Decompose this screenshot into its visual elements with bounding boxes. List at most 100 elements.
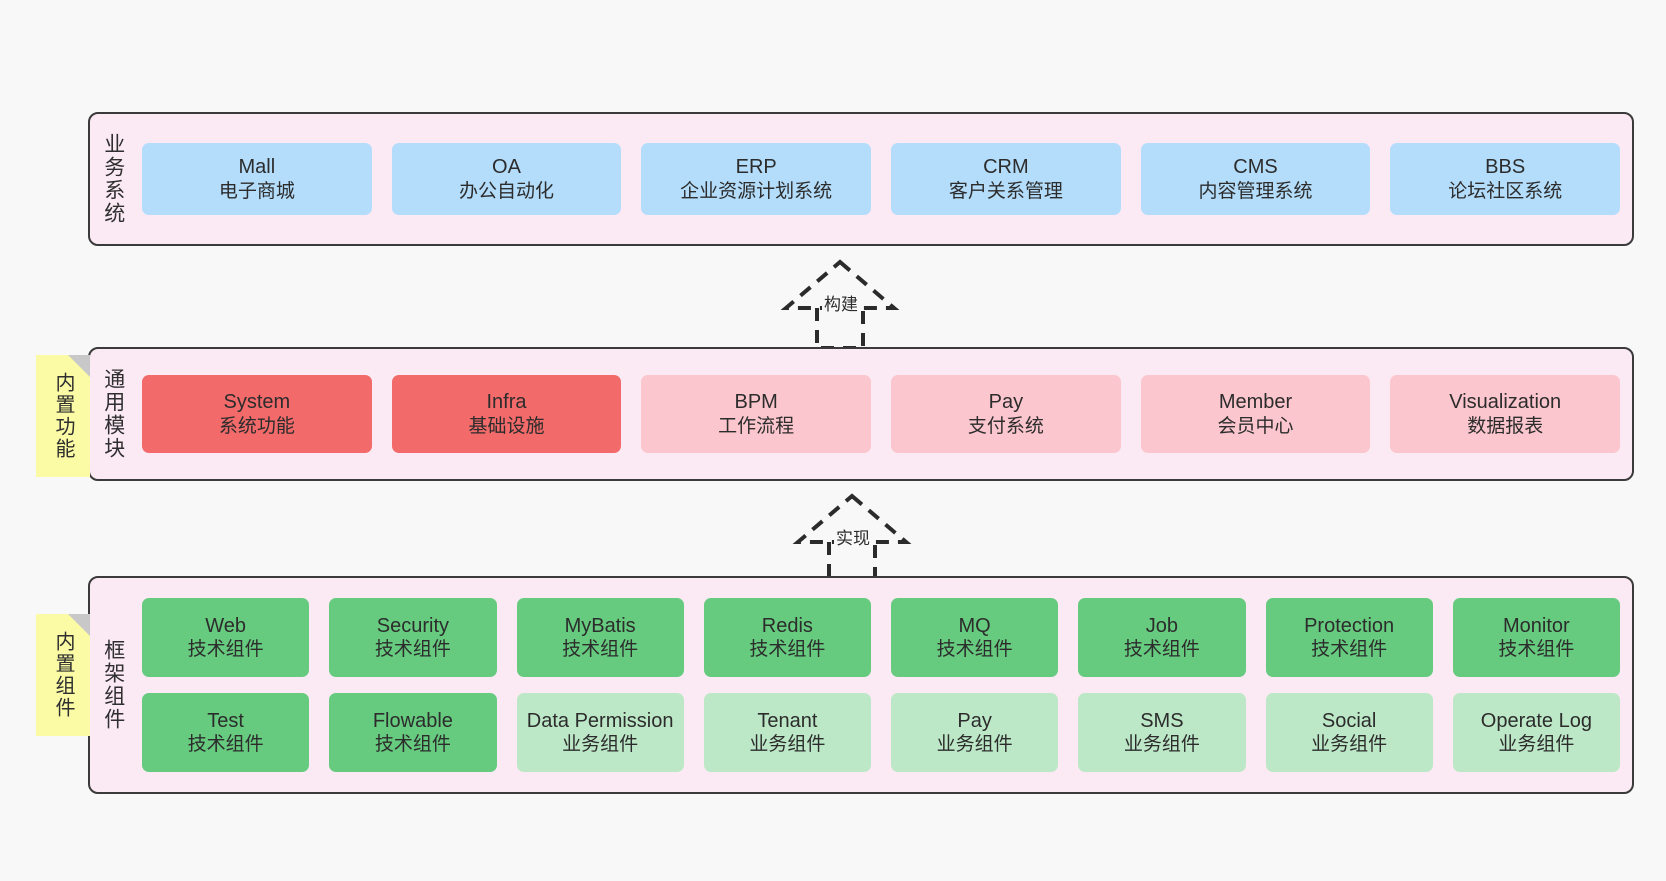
card-mall[interactable]: Mall 电子商城 [142, 143, 372, 215]
layer-body-framework-component: Web 技术组件 Security 技术组件 MyBatis 技术组件 Redi… [136, 578, 1632, 792]
card-protection[interactable]: Protection 技术组件 [1265, 598, 1433, 677]
card-title: Infra [486, 391, 527, 414]
card-title: Test [207, 709, 244, 732]
card-title: OA [492, 156, 521, 179]
card-subtitle: 工作流程 [718, 415, 795, 437]
card-bpm[interactable]: BPM 工作流程 [641, 375, 872, 453]
card-title: System [223, 391, 291, 414]
card-security[interactable]: Security 技术组件 [329, 598, 497, 677]
card-data-permission[interactable]: Data Permission 业务组件 [516, 693, 684, 772]
card-infra[interactable]: Infra 基础设施 [391, 375, 622, 453]
card-title: Protection [1304, 614, 1395, 637]
card-mq[interactable]: MQ 技术组件 [891, 598, 1059, 677]
sticky-note-text: 内置功能 [52, 372, 74, 460]
layer-label-framework-component: 框架组件 [101, 639, 125, 731]
card-row: Mall 电子商城 OA 办公自动化 ERP 企业资源计划系统 CRM 客户关系… [142, 143, 1621, 215]
card-title: Monitor [1503, 614, 1570, 637]
card-test[interactable]: Test 技术组件 [142, 693, 310, 772]
card-subtitle: 客户关系管理 [948, 180, 1063, 202]
card-subtitle: 数据报表 [1467, 415, 1544, 437]
card-title: Pay [957, 709, 992, 732]
folded-corner-icon [68, 614, 90, 636]
card-subtitle: 技术组件 [562, 639, 639, 661]
card-subtitle: 会员中心 [1217, 415, 1294, 437]
card-redis[interactable]: Redis 技术组件 [703, 598, 871, 677]
layer-label-business-system: 业务系统 [101, 133, 125, 225]
card-title: Tenant [757, 709, 818, 732]
sticky-note-builtin-components: 内置组件 [36, 614, 90, 736]
card-title: CMS [1233, 156, 1278, 179]
layer-body-business-system: Mall 电子商城 OA 办公自动化 ERP 企业资源计划系统 CRM 客户关系… [136, 114, 1632, 244]
card-title: Web [205, 614, 246, 637]
card-cms[interactable]: CMS 内容管理系统 [1140, 143, 1371, 215]
card-row: Web 技术组件 Security 技术组件 MyBatis 技术组件 Redi… [142, 598, 1620, 677]
card-title: MyBatis [564, 614, 636, 637]
connector-build: 构建 [760, 256, 920, 352]
card-title: Visualization [1449, 391, 1562, 414]
card-subtitle: 业务组件 [1123, 734, 1200, 756]
connector-label-implement: 实现 [834, 524, 872, 549]
card-visualization[interactable]: Visualization 数据报表 [1390, 375, 1621, 453]
folded-corner-icon [68, 355, 90, 377]
card-operate-log[interactable]: Operate Log 业务组件 [1452, 693, 1620, 772]
card-tenant[interactable]: Tenant 业务组件 [703, 693, 871, 772]
card-title: Operate Log [1480, 709, 1592, 732]
card-web[interactable]: Web 技术组件 [142, 598, 310, 677]
card-member[interactable]: Member 会员中心 [1140, 375, 1371, 453]
card-subtitle: 系统功能 [218, 415, 295, 437]
card-subtitle: 办公自动化 [459, 180, 555, 202]
card-title: Pay [988, 391, 1024, 414]
card-title: Job [1145, 614, 1178, 637]
layer-framework-component: 框架组件 Web 技术组件 Security 技术组件 MyBatis 技术组件… [88, 576, 1634, 794]
layer-body-common-module: System 系统功能 Infra 基础设施 BPM 工作流程 Pay 支付系统… [136, 349, 1632, 479]
card-title: Redis [761, 614, 813, 637]
card-subtitle: 电子商城 [218, 180, 295, 202]
card-subtitle: 技术组件 [1498, 639, 1575, 661]
card-subtitle: 内容管理系统 [1198, 180, 1313, 202]
card-subtitle: 业务组件 [562, 734, 639, 756]
card-flowable[interactable]: Flowable 技术组件 [329, 693, 497, 772]
card-title: Flowable [372, 709, 453, 732]
card-oa[interactable]: OA 办公自动化 [391, 143, 622, 215]
layer-label-common-module: 通用模块 [101, 368, 125, 460]
card-monitor[interactable]: Monitor 技术组件 [1452, 598, 1620, 677]
card-pay-component[interactable]: Pay 业务组件 [891, 693, 1059, 772]
card-subtitle: 技术组件 [187, 734, 264, 756]
card-title: Data Permission [526, 709, 674, 732]
card-subtitle: 技术组件 [1123, 639, 1200, 661]
card-system[interactable]: System 系统功能 [142, 375, 372, 453]
sticky-note-text: 内置组件 [52, 631, 74, 719]
card-subtitle: 业务组件 [749, 734, 826, 756]
card-subtitle: 业务组件 [1498, 734, 1575, 756]
card-crm[interactable]: CRM 客户关系管理 [891, 143, 1121, 215]
card-social[interactable]: Social 业务组件 [1265, 693, 1433, 772]
card-mybatis[interactable]: MyBatis 技术组件 [516, 598, 684, 677]
card-subtitle: 技术组件 [374, 734, 451, 756]
card-sms[interactable]: SMS 业务组件 [1078, 693, 1246, 772]
card-subtitle: 技术组件 [749, 639, 826, 661]
sticky-note-builtin-functions: 内置功能 [36, 355, 90, 477]
layer-business-system: 业务系统 Mall 电子商城 OA 办公自动化 ERP 企业资源计划系统 CRM… [88, 112, 1634, 246]
connector-implement: 实现 [772, 490, 932, 586]
card-title: SMS [1140, 709, 1184, 732]
card-pay-module[interactable]: Pay 支付系统 [891, 375, 1121, 453]
card-subtitle: 企业资源计划系统 [680, 180, 833, 202]
card-row: System 系统功能 Infra 基础设施 BPM 工作流程 Pay 支付系统… [142, 375, 1621, 453]
card-subtitle: 技术组件 [1311, 639, 1388, 661]
card-subtitle: 技术组件 [374, 639, 451, 661]
card-subtitle: 业务组件 [1311, 734, 1388, 756]
card-bbs[interactable]: BBS 论坛社区系统 [1390, 143, 1621, 215]
card-job[interactable]: Job 技术组件 [1078, 598, 1246, 677]
card-subtitle: 技术组件 [187, 639, 264, 661]
card-subtitle: 基础设施 [468, 415, 545, 437]
card-title: Mall [238, 156, 276, 179]
card-title: BPM [734, 391, 778, 414]
card-subtitle: 业务组件 [936, 734, 1013, 756]
layer-common-module: 通用模块 System 系统功能 Infra 基础设施 BPM 工作流程 Pay… [88, 347, 1634, 481]
card-title: Security [376, 614, 449, 637]
card-title: CRM [983, 156, 1029, 179]
card-erp[interactable]: ERP 企业资源计划系统 [641, 143, 872, 215]
card-title: ERP [735, 156, 777, 179]
card-title: BBS [1485, 156, 1526, 179]
card-subtitle: 支付系统 [967, 415, 1044, 437]
